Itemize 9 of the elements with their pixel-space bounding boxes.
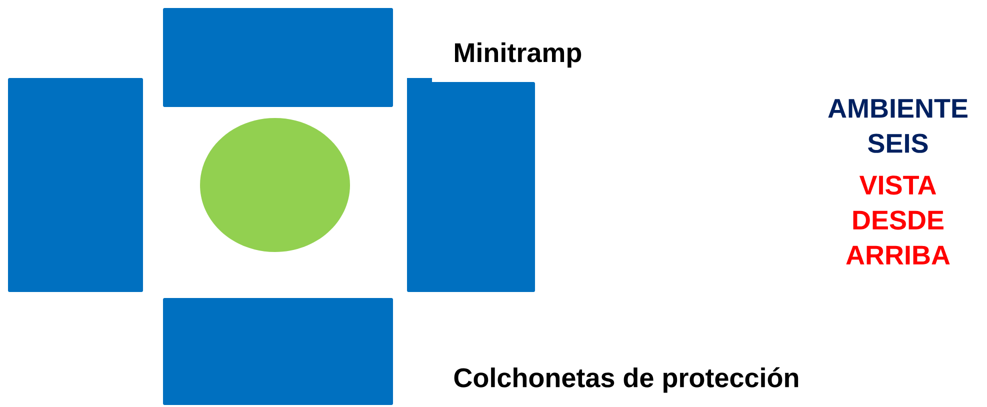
mat-rectangle [8, 78, 143, 292]
mat-rectangle [163, 298, 393, 405]
label-text: AMBIENTE SEIS [828, 99, 968, 153]
label-text: Minitramp [455, 42, 582, 68]
mat-rectangle [407, 78, 535, 292]
ball-circle [200, 118, 350, 252]
label-text: VISTA DESDE ARRIBA [846, 176, 950, 264]
mat-rectangle [163, 8, 393, 107]
label-text: Colchonetas de protección [454, 367, 798, 393]
